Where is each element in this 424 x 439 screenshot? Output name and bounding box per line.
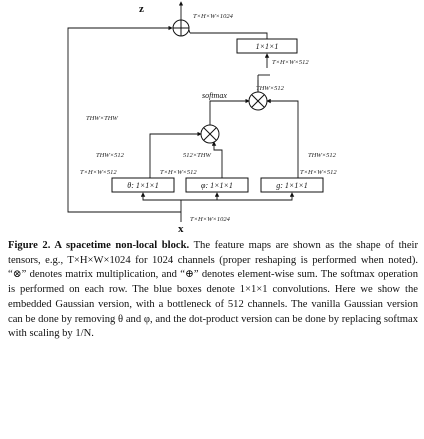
projected-shape-label: T×H×W×512 bbox=[272, 59, 309, 66]
g-proj-label: T×H×W×512 bbox=[300, 169, 337, 176]
theta-proj-label: T×H×W×512 bbox=[80, 169, 117, 176]
theta-conv-box bbox=[111, 177, 175, 193]
elementwise-sum-node bbox=[172, 19, 190, 37]
g-conv-label: g: 1×1×1 bbox=[276, 181, 307, 190]
reshape-output-label: THW×512 bbox=[256, 85, 285, 92]
phi-conv-label: φ: 1×1×1 bbox=[201, 181, 233, 190]
phi-reshape-label: 512×THW bbox=[183, 152, 211, 159]
input-shape-label: T×H×W×1024 bbox=[190, 216, 231, 223]
input-var-x: x bbox=[178, 223, 184, 232]
softmax-label: softmax bbox=[202, 91, 227, 100]
matrix-multiply-node-upper bbox=[248, 91, 268, 111]
output-var-z: z bbox=[139, 3, 144, 15]
caption-body: The feature maps are shown as the shape … bbox=[8, 240, 418, 340]
attention-shape-label: THW×THW bbox=[86, 115, 118, 122]
figure-caption: Figure 2. A spacetime non-local block. T… bbox=[8, 239, 418, 342]
caption-heading: Figure 2. A spacetime non-local block. bbox=[8, 240, 190, 251]
phi-conv-box bbox=[185, 177, 249, 193]
non-local-block-diagram: z T×H×W×1024 1×1×1 T×H×W×512 THW×512 sof… bbox=[67, 1, 337, 232]
matrix-multiply-node-lower bbox=[200, 124, 220, 144]
output-conv-label: 1×1×1 bbox=[256, 42, 279, 51]
phi-proj-label: T×H×W×512 bbox=[160, 169, 197, 176]
theta-conv-label: θ: 1×1×1 bbox=[127, 181, 158, 190]
theta-reshape-label: THW×512 bbox=[96, 152, 125, 159]
g-conv-box bbox=[260, 177, 324, 193]
output-shape-label: T×H×W×1024 bbox=[193, 13, 234, 20]
g-reshape-label: THW×512 bbox=[308, 152, 337, 159]
